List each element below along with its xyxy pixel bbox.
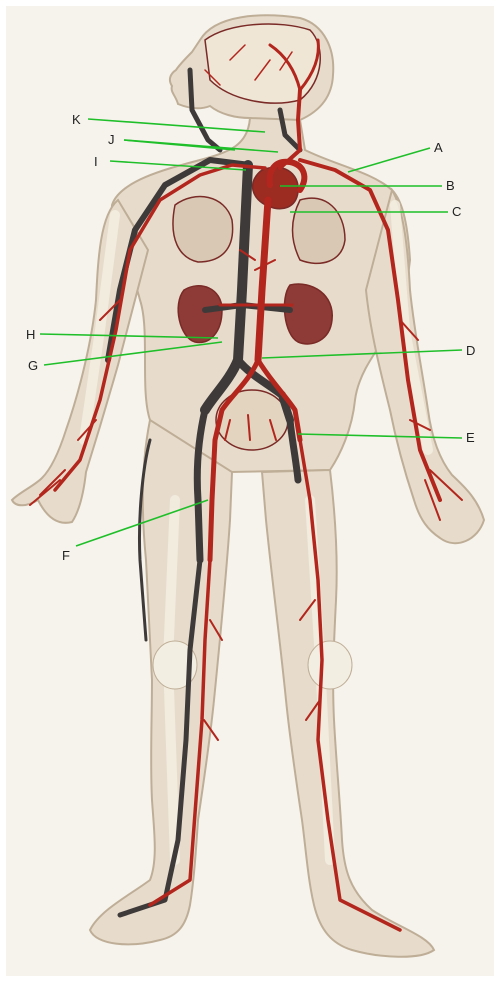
- label-c: C: [452, 204, 461, 219]
- label-j: J: [108, 132, 115, 147]
- lung-right: [173, 197, 233, 262]
- label-k: K: [72, 112, 81, 127]
- label-b: B: [446, 178, 455, 193]
- label-i: I: [94, 154, 98, 169]
- label-g: G: [28, 358, 38, 373]
- label-d: D: [466, 343, 475, 358]
- kidney-right: [178, 286, 222, 343]
- label-a: A: [434, 140, 443, 155]
- label-e: E: [466, 430, 475, 445]
- label-h: H: [26, 327, 35, 342]
- bladder: [216, 390, 288, 450]
- label-f: F: [62, 548, 70, 563]
